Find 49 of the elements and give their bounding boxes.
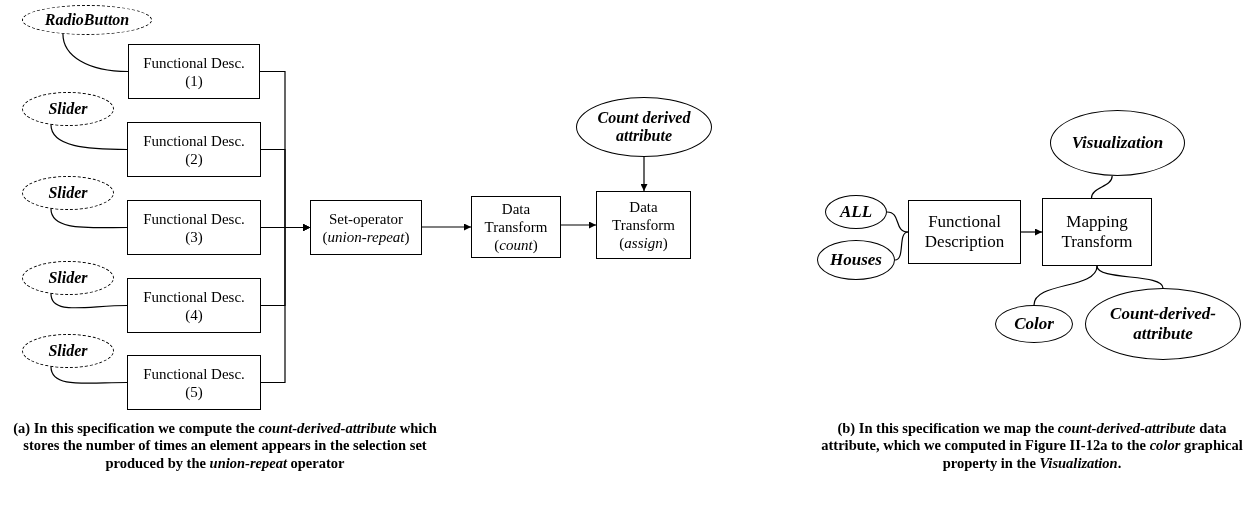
process-box <box>127 278 261 333</box>
arrow <box>560 221 597 229</box>
node-label: Count derived attribute <box>596 108 692 146</box>
node-label: Houses <box>829 250 883 270</box>
node-label: ALL <box>838 202 874 222</box>
node-label: Visualization <box>1070 133 1165 153</box>
node-label: Functional Desc. (3) <box>142 209 246 246</box>
node-label: Data Transform (assign) <box>611 198 676 252</box>
process-box <box>310 200 422 255</box>
connector-line <box>50 293 128 309</box>
node-label: Mapping Transform <box>1060 211 1134 253</box>
node-label: Data Transform (count) <box>483 200 549 254</box>
arrow <box>421 223 472 231</box>
process-box <box>128 44 260 99</box>
connector-line <box>50 208 128 229</box>
connector-line <box>50 124 128 151</box>
connector-line <box>62 33 129 73</box>
node-label: Slider <box>47 268 89 288</box>
arrow <box>1020 228 1043 236</box>
node-label: Functional Desc. (5) <box>142 364 246 401</box>
node-label: Functional Desc. (1) <box>142 53 246 90</box>
process-box <box>127 122 261 177</box>
node-label: Functional Desc. (2) <box>142 131 246 168</box>
node-label: Slider <box>47 99 89 119</box>
node-label: Slider <box>47 341 89 361</box>
arrow <box>640 156 648 192</box>
node-label: Slider <box>47 183 89 203</box>
node-label: Color <box>1013 314 1055 334</box>
connector-line <box>894 231 909 261</box>
connector-line <box>1033 265 1098 306</box>
node-label: Functional Desc. (4) <box>142 287 246 324</box>
caption: (b) In this specification we map the count-derived-attribute data attribute, which we computed in Figure II-12a to the color graphical property in the Visualization. <box>820 420 1244 473</box>
node-label: Set-operator (union-repeat) <box>321 209 411 246</box>
caption: (a) In this specification we compute the count-derived-attribute which stores the number of times an element appears in the selection set produced by the union-repeat operator <box>12 420 438 473</box>
process-box <box>127 200 261 255</box>
connector-line <box>1096 265 1164 289</box>
arrow <box>260 224 311 384</box>
process-box <box>471 196 561 258</box>
node-label: Functional Description <box>923 211 1006 253</box>
node-label: Count-derived-attribute <box>1109 304 1217 344</box>
process-box <box>596 191 691 259</box>
connector-line <box>1090 175 1113 199</box>
node-label: RadioButton <box>43 10 131 30</box>
connector-line <box>50 366 128 384</box>
process-box <box>1042 198 1152 266</box>
connector-line <box>886 211 909 233</box>
ellipse-node <box>825 195 887 229</box>
process-box <box>908 200 1021 264</box>
process-box <box>127 355 261 410</box>
